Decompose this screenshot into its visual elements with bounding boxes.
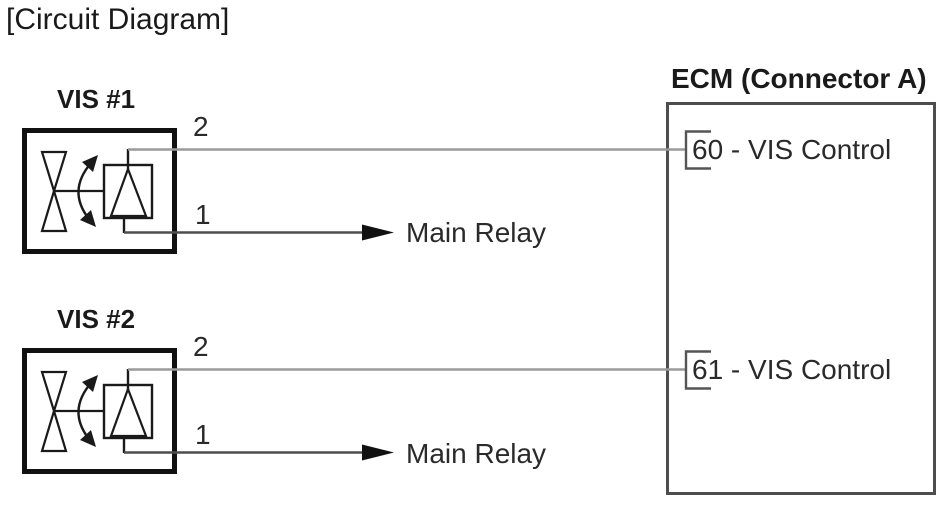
vis1-component-box	[22, 128, 177, 254]
vis2-main-relay-label: Main Relay	[406, 438, 547, 469]
ecm-pin61-label: 61 - VIS Control	[692, 354, 892, 385]
ecm-title: ECM (Connector A)	[671, 63, 927, 94]
vis1-pin1-label: 1	[195, 199, 211, 230]
vis2-title: VIS #2	[57, 304, 136, 334]
vis2-pin2-label: 2	[193, 331, 209, 362]
vis2-pin1-label: 1	[195, 419, 211, 450]
vis1-pin2-label: 2	[193, 111, 209, 142]
main-relay-arrow-icon	[362, 224, 394, 241]
page-title: [Circuit Diagram]	[6, 3, 230, 36]
main-relay-arrow-icon	[362, 444, 394, 461]
vis1-title: VIS #1	[57, 84, 136, 114]
ecm-pin60-label: 60 - VIS Control	[692, 134, 892, 165]
vis1-main-relay-label: Main Relay	[406, 217, 547, 248]
vis2-component-box	[22, 348, 177, 474]
ecm-connector-box	[666, 102, 936, 495]
